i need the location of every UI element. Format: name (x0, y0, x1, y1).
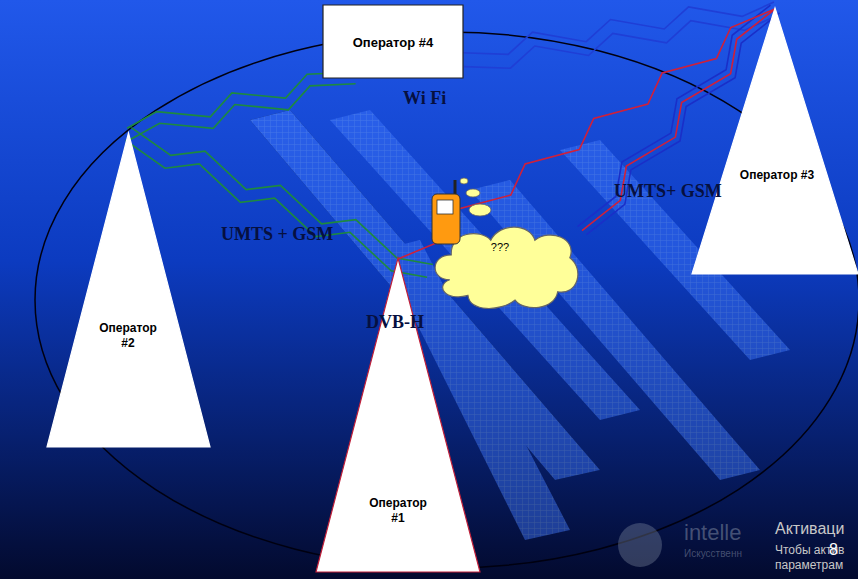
phone-body (432, 194, 460, 244)
operator-tower: Оператор #1 (316, 258, 480, 572)
logo-text: intelle (684, 520, 741, 546)
outline-shape (323, 5, 463, 78)
node-outline (430, 220, 582, 312)
phone-antenna (454, 180, 457, 196)
link-label: DVB-H (366, 312, 424, 333)
outline-shape (692, 8, 858, 274)
link-label: UMTS+ GSM (614, 181, 722, 202)
link-label: UMTS + GSM (221, 224, 333, 245)
thought-bubble (460, 178, 468, 184)
signal-zigzag (126, 128, 433, 278)
thought-bubble (469, 204, 491, 216)
phone-screen (437, 200, 453, 214)
operator-box: Оператор #4 (323, 5, 463, 78)
outline-shape (47, 133, 210, 447)
operator-name: Оператор #2 (93, 321, 163, 351)
node-outline (692, 8, 858, 274)
watermark: Активаци (775, 520, 844, 538)
thought-bubble (466, 189, 480, 197)
cloud-text: ??? (480, 240, 520, 255)
signal-zigzag (127, 72, 356, 140)
operator-name: Оператор #4 (323, 35, 463, 50)
watermark: параметрам (775, 558, 843, 572)
signal-zigzag (462, 2, 776, 68)
logo-circle (618, 523, 662, 567)
outline-shape (435, 227, 578, 308)
logo-text: Искусственн (684, 548, 742, 559)
operator-name: Оператор #3 (732, 168, 822, 183)
operator-tower: Оператор #3 (692, 8, 858, 274)
link-label: Wi Fi (403, 88, 446, 109)
outline-shape (316, 258, 480, 572)
node-outline (47, 133, 210, 447)
thought-cloud: ??? (430, 220, 582, 312)
page-number: 8 (829, 541, 838, 559)
operator-tower: Оператор #2 (47, 133, 210, 447)
operator-name: Оператор #1 (363, 496, 433, 526)
